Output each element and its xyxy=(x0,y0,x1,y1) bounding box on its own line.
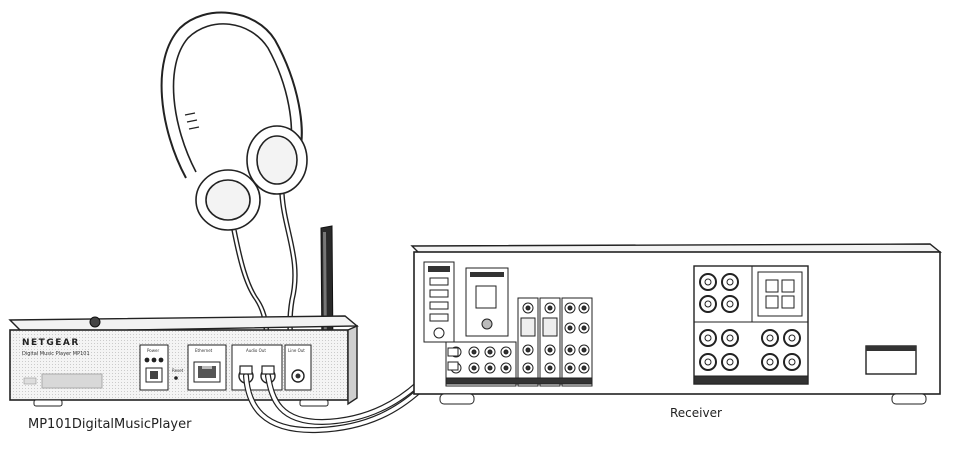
serial-sticker xyxy=(42,374,102,388)
receiver-speaker-terminals xyxy=(694,266,808,384)
svg-text:Audio Out: Audio Out xyxy=(246,348,266,353)
receiver-input-module xyxy=(424,262,454,342)
player-brand: NETGEAR xyxy=(22,338,80,348)
receiver xyxy=(412,244,940,404)
svg-text:Power: Power xyxy=(147,348,159,353)
mp101-player: NETGEAR Digital Music Player MP101 Power… xyxy=(10,316,357,406)
svg-text:Line Out: Line Out xyxy=(288,348,305,353)
svg-text:Ethernet: Ethernet xyxy=(195,348,213,353)
player-model: Digital Music Player MP101 xyxy=(22,351,90,357)
player-label: MP101DigitalMusicPlayer xyxy=(28,417,191,432)
ethernet-port: Ethernet xyxy=(188,345,226,390)
svg-text:Reset: Reset xyxy=(172,368,184,373)
line-out-port: Line Out xyxy=(285,345,311,390)
receiver-antenna-module xyxy=(466,268,508,336)
receiver-ac-plate xyxy=(866,346,916,374)
receiver-label: Receiver xyxy=(670,406,722,420)
